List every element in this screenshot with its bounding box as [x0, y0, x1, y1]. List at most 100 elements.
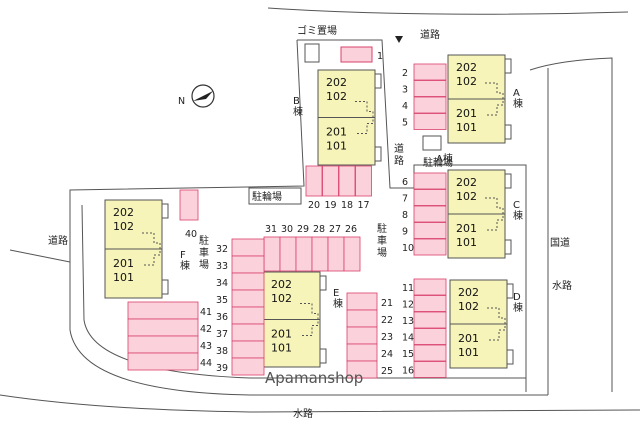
national-road-label: 国道 [550, 236, 570, 249]
site-outline [0, 7, 640, 413]
unit-number: 102 [271, 292, 292, 305]
parking-space-41: 41 [127, 301, 212, 320]
parking-space-21: 21 [346, 292, 393, 311]
parking-space-number: 31 [265, 224, 277, 235]
watermark: Apamanshop [265, 369, 363, 387]
svg-text:道: 道 [394, 142, 404, 155]
building-name-char: F [180, 250, 186, 261]
parking-space-number: 15 [402, 349, 414, 360]
parking-space-7: 7 [402, 189, 447, 206]
parking-space-23: 23 [346, 326, 393, 345]
parking-space-number: 32 [216, 244, 228, 255]
parking-space-number: 4 [402, 101, 408, 112]
unit-number: 101 [326, 140, 347, 153]
parking-space-number: 16 [402, 366, 414, 377]
road-left-label: 道路 [48, 234, 68, 247]
unit-number: 201 [456, 107, 477, 120]
parking-space-number: 14 [402, 333, 414, 344]
unit-number: 101 [458, 346, 479, 359]
parking-space-36: 36 [216, 306, 265, 325]
parking-space-number: 12 [402, 300, 414, 311]
parking-space-number: 25 [381, 366, 393, 377]
parking-space-44: 44 [127, 352, 212, 371]
bike-parking-1-area [422, 135, 442, 151]
building-name-char: 棟 [180, 259, 190, 272]
parking-space-number: 20 [308, 200, 320, 211]
bike-parking-1-label: 駐輪場 [423, 156, 453, 169]
parking-space-33: 33 [216, 255, 265, 274]
svg-text:車: 車 [377, 234, 387, 247]
svg-text:駐: 駐 [199, 234, 209, 247]
trash-area [304, 43, 320, 63]
parking-space-31: 31 [263, 224, 281, 272]
parking-space-27: 27 [327, 224, 345, 272]
parking-space-number: 40 [185, 229, 197, 240]
parking-space-28: 28 [311, 224, 329, 272]
unit-number: 101 [456, 121, 477, 134]
unit-number: 102 [113, 220, 134, 233]
unit-number: 202 [271, 278, 292, 291]
unit-number: 201 [326, 126, 347, 139]
parking-space-number: 36 [216, 312, 228, 323]
unit-number: 101 [456, 236, 477, 249]
parking-space-number: 23 [381, 332, 393, 343]
unit-number: 101 [271, 342, 292, 355]
building-name-char: 棟 [513, 301, 523, 314]
building-name-char: B [293, 96, 300, 107]
parking-space-number: 42 [200, 324, 212, 335]
parking-space-38: 38 [216, 340, 265, 359]
parking-space-13: 13 [402, 311, 447, 329]
unit-number: 201 [458, 332, 479, 345]
parking-space-3: 3 [402, 80, 447, 97]
parking-space-29: 29 [295, 224, 313, 272]
parking-space-number: 2 [402, 68, 408, 79]
parking-space-number: 35 [216, 295, 228, 306]
unit-number: 202 [456, 61, 477, 74]
parking-space-10: 10 [402, 238, 447, 256]
parking-space-35: 35 [216, 289, 265, 308]
parking-space-number: 38 [216, 346, 228, 357]
parking-space-number: 9 [402, 227, 408, 238]
building-a-tag: A棟 [436, 152, 453, 165]
parking-space-37: 37 [216, 323, 265, 342]
parking-mid-label: 駐車場 [377, 222, 387, 259]
parking-space-15: 15 [402, 344, 447, 362]
parking-space-number: 3 [402, 85, 408, 96]
building-name-char: C [513, 200, 520, 211]
parking-space-8: 8 [402, 205, 447, 223]
road-mid-label: 道路 [394, 142, 404, 167]
buildings-layer: 202102201101A棟A棟202102201101B棟2021022011… [104, 54, 523, 369]
parking-space-43: 43 [127, 335, 212, 354]
parking-space-number: 44 [200, 358, 212, 369]
unit-number: 102 [456, 75, 477, 88]
parking-space-number: 30 [281, 224, 293, 235]
parking-space-number: 8 [402, 210, 408, 221]
parking-space-number: 33 [216, 261, 228, 272]
building-name-char: 棟 [333, 297, 343, 310]
building-name-char: 棟 [513, 209, 523, 222]
parking-space-number: 22 [381, 315, 393, 326]
unit-number: 102 [458, 300, 479, 313]
parking-space-12: 12 [402, 295, 447, 312]
parking-space-19: 19 [322, 165, 339, 211]
parking-space-number: 39 [216, 363, 228, 374]
parking-space-40: 40 [179, 189, 199, 240]
north-arrow-icon: N [178, 84, 215, 108]
parking-space-22: 22 [346, 309, 393, 328]
building-name-char: 棟 [293, 105, 303, 118]
parking-space-26: 26 [343, 224, 361, 272]
parking-space-5: 5 [402, 113, 447, 130]
parking-space-number: 5 [402, 118, 408, 129]
unit-number: 101 [113, 271, 134, 284]
parking-left-label: 駐車場 [199, 234, 209, 271]
parking-space-number: 26 [345, 224, 357, 235]
parking-space-34: 34 [216, 272, 265, 291]
unit-number: 202 [456, 176, 477, 189]
